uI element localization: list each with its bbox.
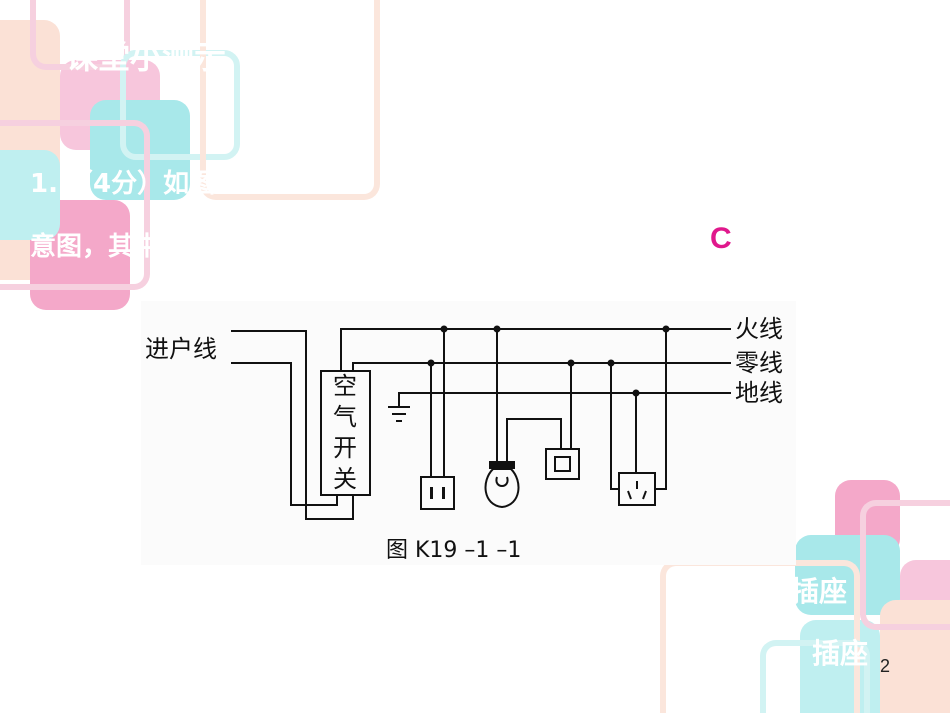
junction-dot — [632, 389, 640, 397]
live-line-label: 火线 — [735, 315, 783, 343]
socket-hole — [430, 487, 433, 499]
wall-switch-inner — [554, 456, 571, 472]
decor-frame — [30, 0, 130, 70]
neutral-wire — [352, 362, 731, 371]
ground-line-label: 地线 — [735, 379, 783, 407]
option-two-hole-socket: 两孔插座 — [735, 575, 848, 608]
socket3-hole — [642, 490, 647, 500]
socket3-wire — [610, 363, 619, 490]
question-line-2: 意图，其中 — [30, 232, 161, 262]
incoming-line-label: 进户线 — [145, 335, 217, 363]
air-switch-char: 开 — [333, 434, 357, 462]
junction-dot — [662, 325, 670, 333]
decor-square — [90, 100, 190, 200]
three-hole-socket — [618, 472, 656, 506]
incoming-wire-outer — [231, 330, 354, 520]
answer-letter: C — [710, 222, 732, 255]
junction-dot — [493, 325, 501, 333]
wiring-diagram: 空 气 开 关 — [141, 301, 796, 565]
live-wire — [340, 328, 731, 371]
wiring-diagram-svg: 空 气 开 关 — [145, 315, 783, 563]
option-socket: 插座 — [812, 637, 869, 670]
neutral-line-label: 零线 — [735, 349, 783, 377]
air-switch-box — [320, 370, 371, 496]
junction-dot — [567, 359, 575, 367]
junction-dot — [440, 325, 448, 333]
socket-hole — [442, 487, 445, 499]
wall-switch — [545, 448, 580, 480]
ground-wire — [398, 392, 731, 407]
decor-frame — [200, 0, 380, 200]
junction-dot — [607, 359, 615, 367]
page-number: 2 — [880, 656, 891, 676]
decor-frame — [760, 640, 870, 713]
lamp-bulb — [484, 468, 520, 509]
decor-frame — [860, 500, 950, 630]
socket3-wire — [655, 329, 667, 490]
incoming-wire-inner — [231, 362, 338, 506]
air-switch-char: 空 — [333, 372, 357, 400]
two-hole-socket — [420, 476, 455, 510]
lamp-wire — [506, 418, 562, 461]
air-switch-char: 气 — [333, 403, 357, 431]
decor-frame — [0, 120, 150, 290]
lamp-holder — [489, 461, 515, 469]
question-line-1: 1. （4分）如图K19- — [30, 169, 283, 199]
figure-caption: 图 K19 –1 –1 — [386, 538, 521, 563]
decor-frame — [120, 50, 240, 160]
air-switch-char: 关 — [333, 465, 357, 493]
lamp-filament — [495, 476, 509, 487]
slide-heading: 课堂小测示 — [66, 38, 227, 76]
decor-square — [0, 150, 60, 240]
junction-dot — [427, 359, 435, 367]
socket3-hole — [627, 490, 632, 500]
